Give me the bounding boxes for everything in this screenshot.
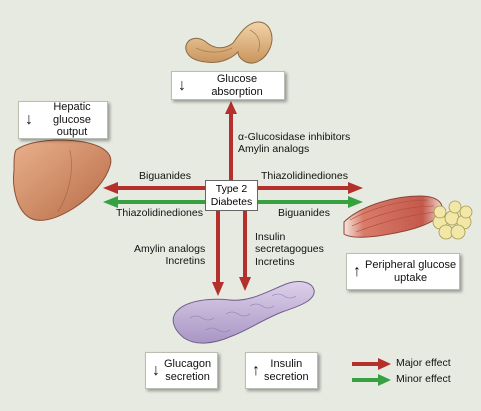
fat-cells-illustration	[432, 200, 473, 240]
major-arrow-right	[258, 182, 363, 194]
hepatic-output-line1: Hepatic glucose	[53, 101, 91, 126]
down-left-label: Amylin analogs Incretins	[134, 243, 205, 268]
glucose-absorption-text: Glucose absorption	[211, 72, 263, 98]
major-arrow-down-left	[212, 211, 224, 296]
glucose-absorption-box: ↓ Glucose absorption	[171, 71, 285, 100]
left-top-label: Biguanides	[139, 170, 191, 182]
down-left-line2: Incretins	[165, 255, 206, 268]
insulin-secretion-text: Insulin secretion	[264, 358, 309, 383]
legend-major-label: Major effect	[396, 357, 451, 369]
down-left-line1: Amylin analogs	[134, 243, 206, 255]
glucagon-secretion-box: ↓ Glucagon secretion	[145, 352, 218, 389]
down-right-label: Insulin secretagogues Incretins	[255, 231, 324, 268]
peripheral-uptake-line1: Peripheral glucose	[365, 258, 457, 271]
legend-major-arrow	[352, 358, 391, 370]
peripheral-uptake-line2: uptake	[394, 271, 428, 284]
up-label-line1: α-Glucosidase inhibitors	[238, 131, 351, 143]
legend-minor-arrow	[352, 374, 391, 386]
major-arrow-up	[225, 101, 237, 180]
down-right-line2: secretagogues	[255, 243, 324, 256]
up-label-line2: Amylin analogs	[238, 143, 310, 156]
glucagon-secretion-line1: Glucagon	[164, 357, 212, 370]
minor-arrow-left	[103, 196, 205, 208]
peripheral-uptake-box: ↑ Peripheral glucose uptake	[346, 253, 460, 290]
up-arrow-label: α-Glucosidase inhibitors Amylin analogs	[238, 131, 350, 156]
glucagon-secretion-line2: secretion	[165, 370, 210, 383]
intestine-illustration	[185, 21, 273, 64]
legend-minor-label: Minor effect	[396, 373, 451, 385]
insulin-secretion-line2: secretion	[264, 370, 309, 383]
right-bottom-label: Biguanides	[278, 207, 330, 219]
hepatic-output-line2: output	[56, 126, 88, 139]
major-arrow-down-right	[239, 211, 251, 291]
down-arrow-icon: ↓	[25, 111, 33, 128]
down-arrow-icon: ↓	[178, 76, 186, 94]
hepatic-output-text: Hepatic glucose output	[37, 101, 107, 139]
right-top-label: Thiazolidinediones	[261, 170, 348, 182]
up-arrow-icon: ↑	[353, 262, 361, 280]
down-arrow-icon: ↓	[152, 361, 160, 379]
major-arrow-left	[103, 182, 205, 194]
type2-diabetes-box: Type 2 Diabetes	[205, 180, 258, 211]
hepatic-output-box: ↓ Hepatic glucose output	[18, 101, 108, 139]
minor-arrow-right	[258, 196, 363, 208]
insulin-secretion-box: ↑ Insulin secretion	[245, 352, 318, 389]
liver-illustration	[13, 139, 112, 221]
up-arrow-icon: ↑	[252, 361, 260, 379]
center-line2: Diabetes	[210, 195, 253, 208]
insulin-secretion-line1: Insulin	[270, 357, 303, 370]
pancreas-illustration	[172, 281, 315, 344]
down-right-line1: Insulin	[255, 231, 286, 243]
down-right-line3: Incretins	[255, 255, 295, 268]
glucagon-secretion-text: Glucagon secretion	[164, 358, 211, 383]
peripheral-uptake-text: Peripheral glucose uptake	[365, 259, 456, 284]
center-line1: Type 2	[215, 183, 248, 195]
left-bottom-label: Thiazolidinediones	[116, 207, 203, 219]
muscle-illustration	[343, 195, 443, 238]
